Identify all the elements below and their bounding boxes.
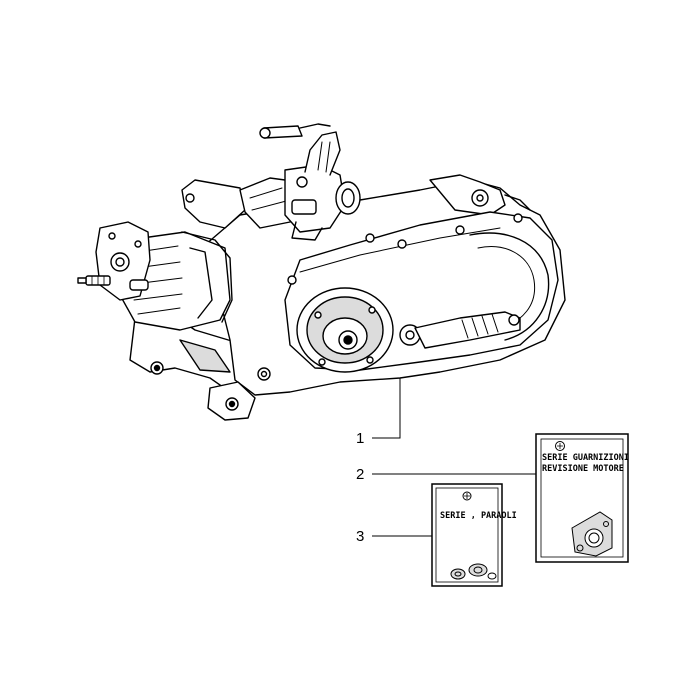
engine-assembly xyxy=(77,123,566,421)
throttle-cable xyxy=(259,123,341,176)
spark-plug xyxy=(77,275,149,291)
callout-1: 1 xyxy=(356,430,364,447)
callout-3: 3 xyxy=(356,528,364,545)
oil-seal-set-package: SERIE , PARAOLI xyxy=(431,483,517,587)
brand-logo-icon xyxy=(555,441,565,451)
kickstart-lever xyxy=(399,311,521,349)
casing-bolts xyxy=(257,213,523,381)
gasket-illustration xyxy=(571,511,613,557)
leader-lines xyxy=(372,378,540,537)
oil-seal-set-label: SERIE , PARAOLI xyxy=(440,511,517,521)
variator-cover xyxy=(296,287,394,373)
gasket-set-label-line2: REVISIONE MOTORE xyxy=(542,464,624,474)
gasket-set-label-line1: SERIE GUARNIZIONI xyxy=(542,453,629,463)
carburettor xyxy=(284,164,361,241)
callout-2: 2 xyxy=(356,466,364,483)
gasket-set-package: SERIE GUARNIZIONI REVISIONE MOTORE xyxy=(535,433,629,563)
brand-logo-icon-2 xyxy=(462,491,472,501)
leader-line-1 xyxy=(372,378,401,439)
oil-seal-illustration xyxy=(450,563,497,580)
